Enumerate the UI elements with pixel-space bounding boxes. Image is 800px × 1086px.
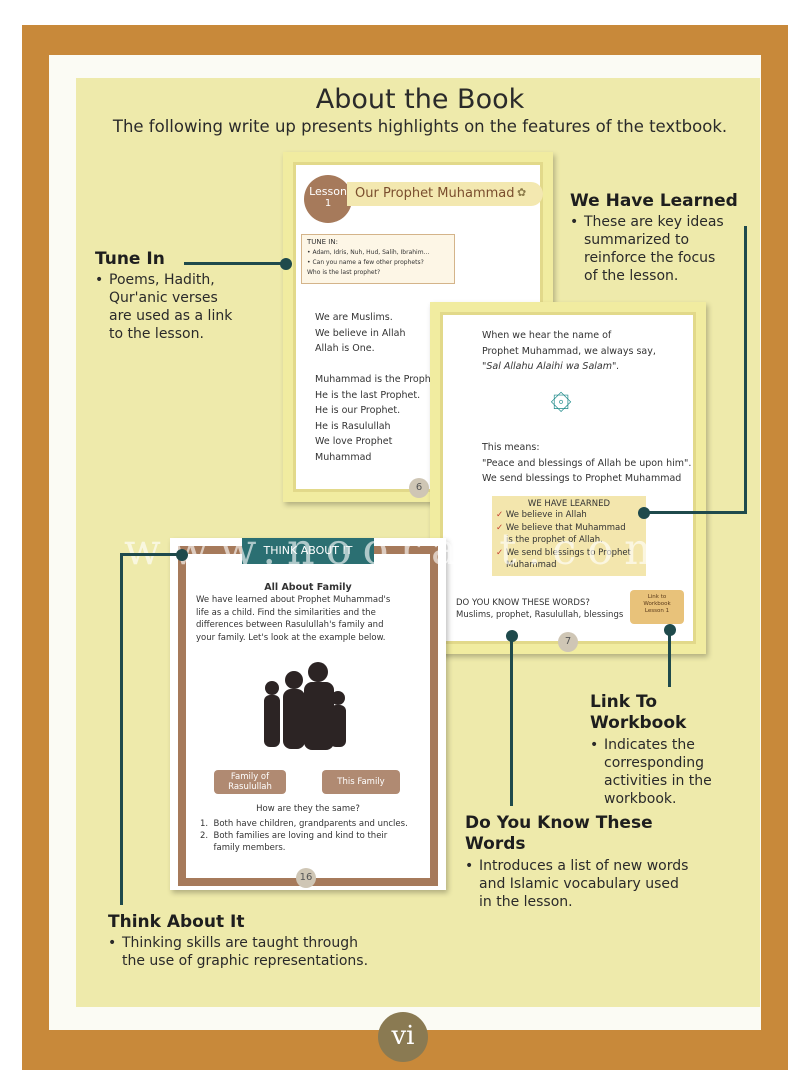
link-to-workbook-callout: Link To Workbook Indicates the correspon… <box>590 692 750 808</box>
page-number-7: 7 <box>558 632 578 652</box>
do-you-know-callout: Do You Know These Words Introduces a lis… <box>465 813 725 911</box>
think-paragraph: We have learned about Prophet Muhammad's… <box>196 595 391 643</box>
know-words-list: Muslims, prophet, Rasulullah, blessings <box>456 610 624 620</box>
lesson-page-6: Lesson 1 Our Prophet Muhammad ✿ TUNE IN:… <box>283 152 553 502</box>
lesson-badge: Lesson 1 <box>304 175 352 223</box>
think-connector-v <box>120 553 123 905</box>
know-words-title: DO YOU KNOW THESE WORDS? <box>456 598 590 608</box>
tune-in-box: TUNE IN: • Adam, Idris, Nuh, Hud, Salih,… <box>301 234 455 284</box>
watermark: www.noorart.com <box>124 525 676 575</box>
pbuh-icon: ✿ <box>517 186 527 199</box>
learned-connector-h <box>643 511 747 514</box>
folio-badge: vi <box>378 1012 428 1062</box>
workbook-connector <box>668 631 671 687</box>
calligraphy-icon: ۞ <box>550 376 572 417</box>
tune-in-dot <box>280 258 292 270</box>
think-dot <box>176 549 188 561</box>
words-dot <box>506 630 518 642</box>
think-about-it-callout: Think About It Thinking skills are taugh… <box>108 912 408 970</box>
tune-in-callout: Tune In Poems, Hadith, Qur'anic verses a… <box>95 249 285 343</box>
words-connector <box>510 636 513 806</box>
lesson-page-7: When we hear the name of Prophet Muhamma… <box>430 302 706 654</box>
think-connector-h <box>120 553 182 556</box>
lesson-title: Our Prophet Muhammad <box>355 186 515 201</box>
learned-dot <box>638 507 650 519</box>
page-number-6: 6 <box>409 478 429 498</box>
think-heading: All About Family <box>264 582 352 593</box>
think-banner: THINK ABOUT IT <box>242 538 374 564</box>
page-subtitle: The following write up presents highligh… <box>112 117 728 136</box>
learned-connector-v <box>744 226 747 514</box>
we-have-learned-box: WE HAVE LEARNED ✓ We believe in Allah ✓ … <box>492 496 646 576</box>
page-number-16: 16 <box>296 868 316 888</box>
workbook-dot <box>664 624 676 636</box>
think-answers: 1. Both have children, grandparents and … <box>200 819 408 853</box>
page-title: About the Book <box>315 84 525 115</box>
we-have-learned-callout: We Have Learned These are key ideas summ… <box>570 191 750 285</box>
family-silhouette-icon <box>258 658 356 758</box>
tune-in-connector <box>184 262 288 265</box>
salawat-intro: When we hear the name of Prophet Muhamma… <box>482 330 656 372</box>
lesson-text: We are Muslims. We believe in Allah Alla… <box>315 312 431 463</box>
salawat-meaning: This means: "Peace and blessings of Alla… <box>482 442 692 484</box>
family-rasulullah-button: Family of Rasulullah <box>214 770 286 794</box>
think-question: How are they the same? <box>256 804 360 814</box>
think-page-16: THINK ABOUT IT All About Family We have … <box>170 538 446 890</box>
workbook-scroll-icon: Link to Workbook Lesson 1 <box>630 590 684 624</box>
this-family-button: This Family <box>322 770 400 794</box>
